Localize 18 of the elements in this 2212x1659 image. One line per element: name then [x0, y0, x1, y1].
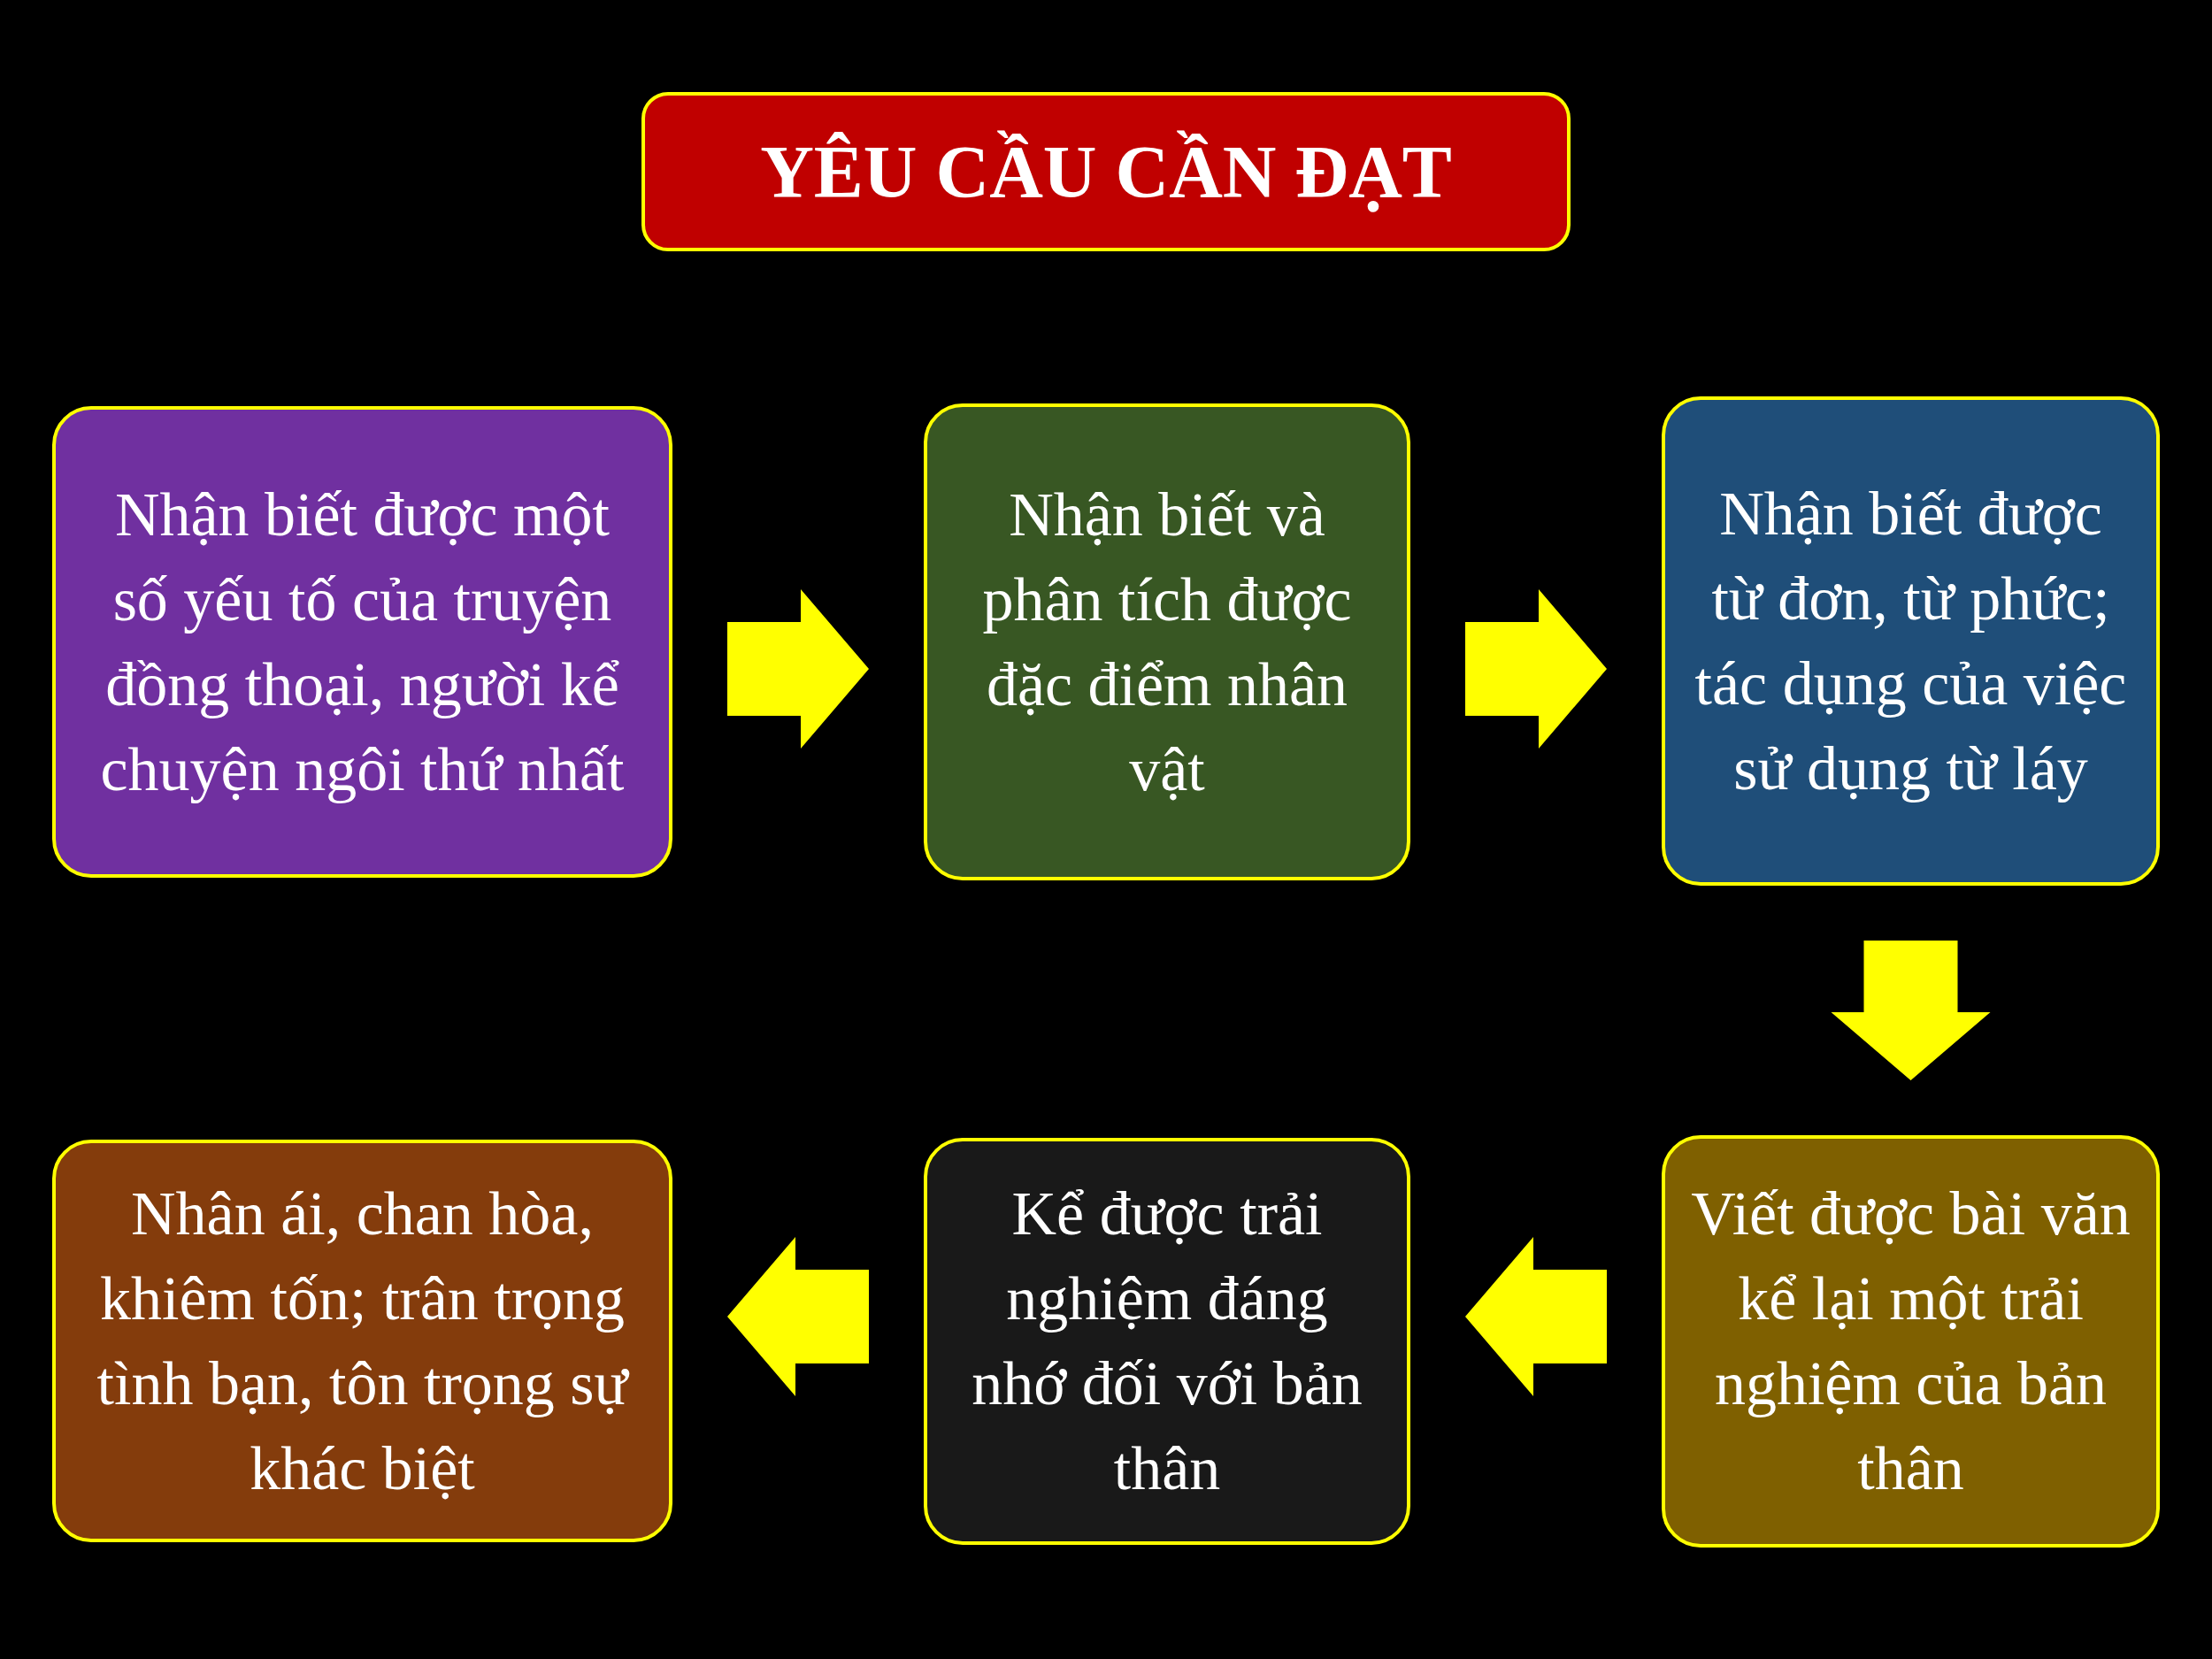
block-arrow: [1465, 589, 1607, 749]
box-text: Kể được trải nghiệm đáng nhớ đối với bản thân: [971, 1179, 1363, 1504]
block-arrow: [727, 1237, 869, 1396]
process-box: [1662, 1135, 2160, 1548]
box-text: Nhận biết và phân tích được đặc điểm nhân vật: [981, 479, 1353, 805]
block-arrow: [1831, 941, 1991, 1080]
process-box: [924, 403, 1410, 880]
block-arrow: [727, 589, 869, 749]
box-text: Nhận biết được một số yếu tố của truyện đồng thoại, người kể chuyện ngôi thứ nhất: [99, 479, 626, 805]
box-text: Viết được bài văn kể lại một trải nghiệm của bản thân: [1690, 1179, 2131, 1504]
process-box: [1662, 396, 2160, 886]
box-text: Nhân ái, chan hòa, khiêm tốn; trân trọng tình bạn, tôn trọng sự khác biệt: [96, 1178, 631, 1504]
box-text: Nhận biết được từ đơn, từ phức; tác dụng của việc sử dụng từ láy: [1694, 478, 2128, 804]
block-arrow: [1465, 1237, 1607, 1396]
process-box: [52, 406, 672, 878]
process-box: [924, 1138, 1410, 1545]
title-banner: YÊU CẦU CẦN ĐẠT: [641, 92, 1571, 251]
process-box: [52, 1140, 672, 1542]
